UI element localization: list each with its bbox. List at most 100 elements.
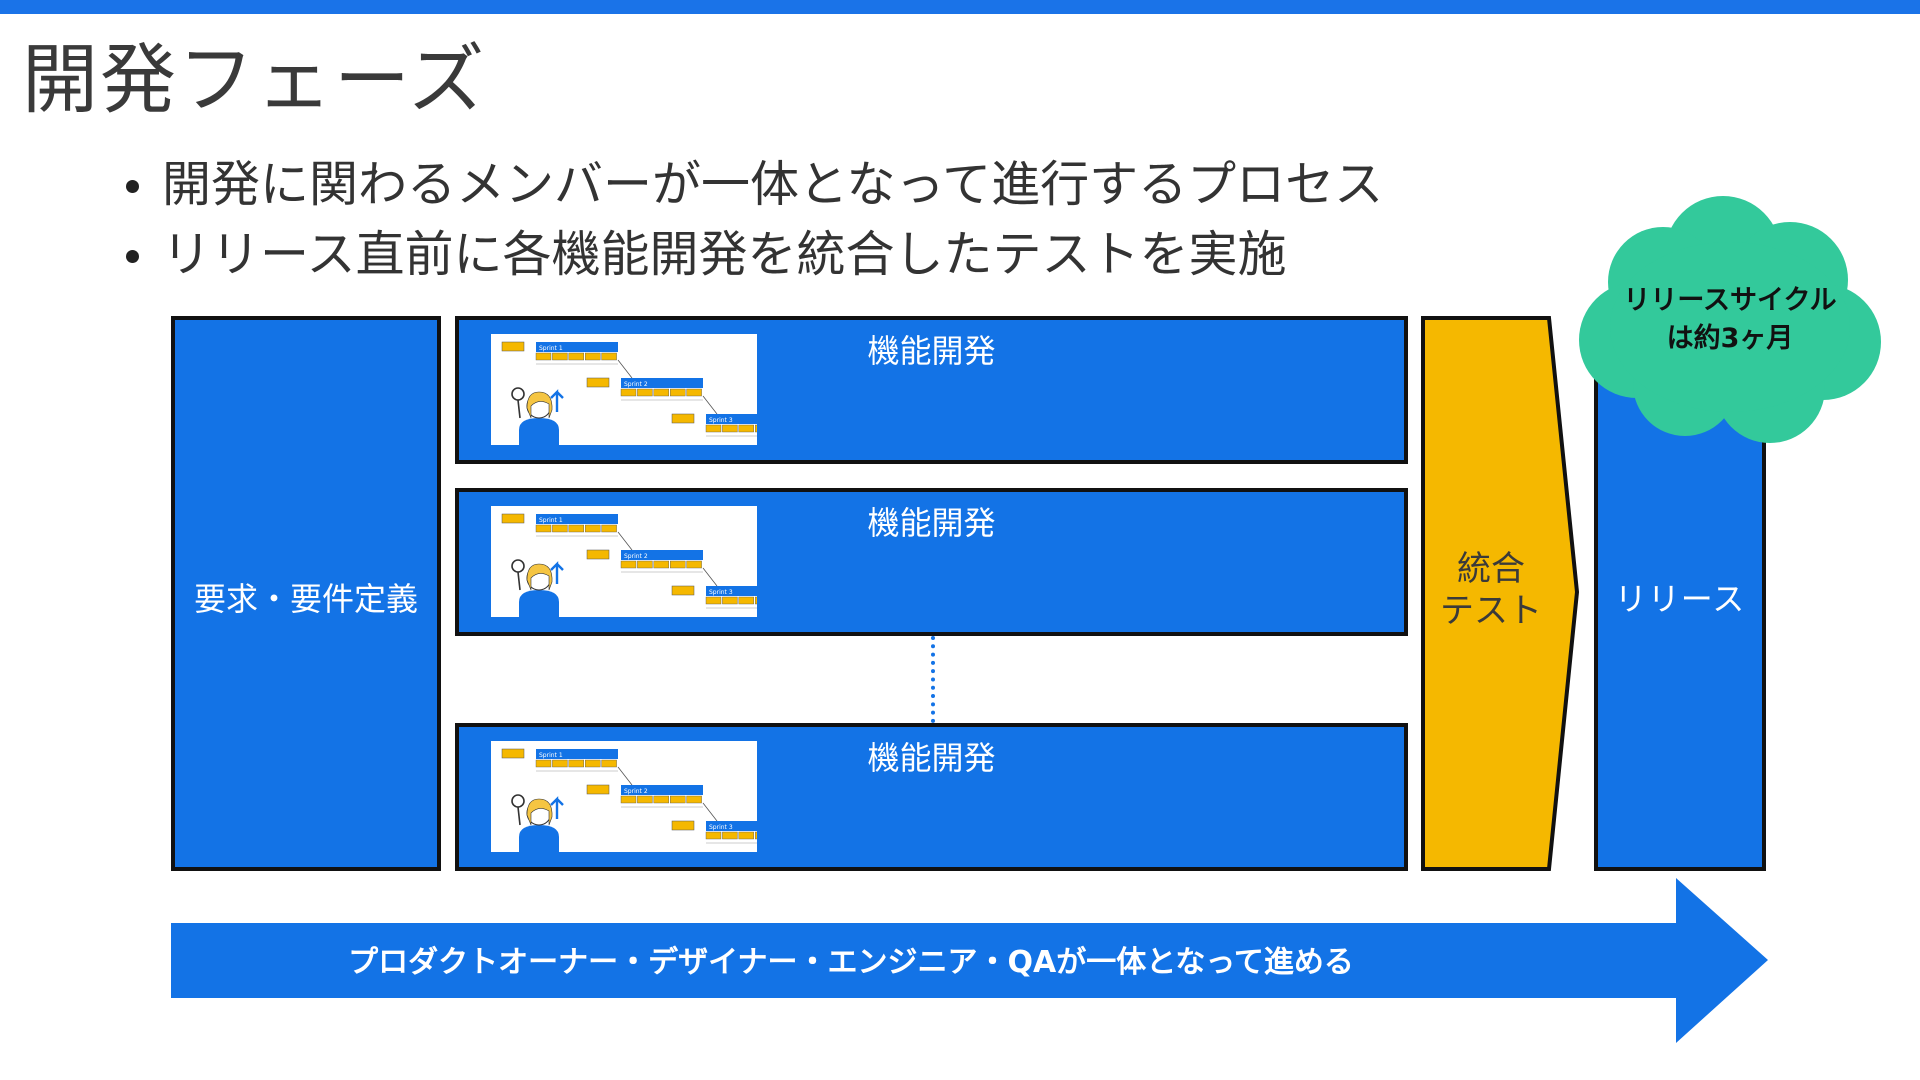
sprint-cell: [705, 424, 722, 433]
sprint-name: Sprint 1: [539, 752, 563, 759]
sprint-cell: [755, 424, 757, 433]
planning-tag: [671, 413, 695, 424]
planning-tag: [501, 341, 525, 352]
sprint-cell: [552, 524, 568, 533]
sprint-cell: [637, 388, 653, 397]
sprint-header: [621, 550, 703, 560]
sprint-cell: [686, 388, 702, 397]
magnifier-icon: [511, 559, 525, 573]
sprint-header: [621, 785, 703, 795]
sprint-cell: [705, 831, 722, 840]
planning-tag: [671, 820, 695, 831]
magnifier-handle: [517, 806, 521, 826]
sprint-cell: [722, 596, 738, 605]
sprint-header: [706, 821, 757, 831]
sprint-cell: [535, 352, 552, 361]
integration-test-chevron: [1421, 316, 1580, 871]
bullet-item: 開発に関わるメンバーが一体となって進行するプロセス: [120, 150, 1383, 220]
sprint-diagram-svg: Sprint 1 Sprint 2 Sprint 3: [501, 748, 757, 852]
planning-tag: [586, 784, 610, 795]
sprint-name: Sprint 3: [709, 417, 733, 424]
sprint-cell: [584, 524, 601, 533]
person-body: [519, 590, 559, 617]
sprint-cell: [568, 524, 585, 533]
sprint-cell: [705, 596, 722, 605]
feature-dev-label: 機能開発: [867, 504, 996, 542]
cursor-icon: [550, 796, 564, 819]
sprint-cell: [738, 596, 755, 605]
sprint-name: Sprint 2: [624, 788, 648, 795]
sprint-name: Sprint 3: [709, 589, 733, 596]
sprint-diagram-svg: Sprint 1 Sprint 2 Sprint 3: [501, 341, 757, 445]
flow-arrow: [617, 531, 633, 551]
magnifier-handle: [517, 571, 521, 591]
feature-dev-label: 機能開発: [867, 332, 996, 370]
sprint-cell: [552, 759, 568, 768]
feature-dev-box: Sprint 1 Sprint 2 Sprint 3 機能開発: [455, 316, 1408, 464]
flow-arrow: [702, 567, 718, 587]
sprint-cell: [584, 759, 601, 768]
sprint-cell: [637, 560, 653, 569]
sprint-cell: [653, 795, 670, 804]
sprint-cell: [552, 352, 568, 361]
top-accent-bar: [0, 0, 1920, 14]
release-cycle-note: リリースサイクル は約3ヶ月: [1580, 282, 1880, 358]
team-process-label: プロダクトオーナー・デザイナー・エンジニア・QAが一体となって進める: [348, 945, 1354, 980]
sprint-header: [621, 378, 703, 388]
person-hair: [526, 391, 553, 419]
integration-test-line1: 統合: [1457, 549, 1525, 589]
sprint-cell: [637, 795, 653, 804]
bullet-item: リリース直前に各機能開発を統合したテストを実施: [120, 220, 1383, 290]
planning-tag: [671, 585, 695, 596]
sprint-cell: [686, 795, 702, 804]
feature-dev-label: 機能開発: [867, 739, 996, 777]
sprint-cell: [568, 759, 585, 768]
person-hair: [526, 563, 553, 591]
planning-tag: [501, 748, 525, 759]
feature-dev-box: Sprint 1 Sprint 2 Sprint 3 機能開発: [455, 488, 1408, 636]
flow-arrow: [702, 395, 718, 415]
sprint-thumbnail: Sprint 1 Sprint 2 Sprint 3: [491, 506, 757, 617]
sprint-name: Sprint 2: [624, 553, 648, 560]
sprint-name: Sprint 1: [539, 345, 563, 352]
sprint-header: [706, 586, 757, 596]
sprint-name: Sprint 2: [624, 381, 648, 388]
person-body: [519, 825, 559, 852]
sprint-cell: [686, 560, 702, 569]
sprint-cell: [535, 759, 552, 768]
sprint-cell: [535, 524, 552, 533]
planning-tag: [586, 549, 610, 560]
bullet-list: 開発に関わるメンバーが一体となって進行するプロセス リリース直前に各機能開発を統…: [120, 150, 1383, 290]
release-cycle-line2: は約3ヶ月: [1666, 323, 1794, 354]
magnifier-handle: [517, 399, 521, 419]
sprint-header: [706, 414, 757, 424]
flow-arrow: [617, 359, 633, 379]
sprint-cell: [653, 560, 670, 569]
sprint-cell: [601, 759, 617, 768]
release-cycle-line1: リリースサイクル: [1623, 285, 1837, 316]
sprint-header: [536, 749, 618, 759]
sprint-thumbnail: Sprint 1 Sprint 2 Sprint 3: [491, 334, 757, 445]
sprint-cell: [620, 388, 637, 397]
page-title: 開発フェーズ: [22, 35, 487, 124]
cursor-icon: [550, 389, 564, 412]
integration-test-line2: テスト: [1440, 591, 1542, 631]
feature-dev-box: Sprint 1 Sprint 2 Sprint 3 機能開発: [455, 723, 1408, 871]
team-process-arrow: [171, 878, 1768, 1043]
sprint-cell: [653, 388, 670, 397]
sprint-cell: [669, 795, 686, 804]
sprint-name: Sprint 1: [539, 517, 563, 524]
flow-arrow: [702, 802, 718, 822]
sprint-cell: [601, 352, 617, 361]
sprint-name: Sprint 3: [709, 824, 733, 831]
sprint-header: [536, 514, 618, 524]
requirements-label: 要求・要件定義: [193, 580, 418, 618]
sprint-cell: [584, 352, 601, 361]
sprint-cell: [755, 596, 757, 605]
magnifier-icon: [511, 794, 525, 808]
planning-tag: [501, 513, 525, 524]
sprint-cell: [620, 795, 637, 804]
sprint-cell: [669, 388, 686, 397]
person-body: [519, 418, 559, 445]
integration-test-label: 統合 テスト: [1421, 548, 1561, 632]
